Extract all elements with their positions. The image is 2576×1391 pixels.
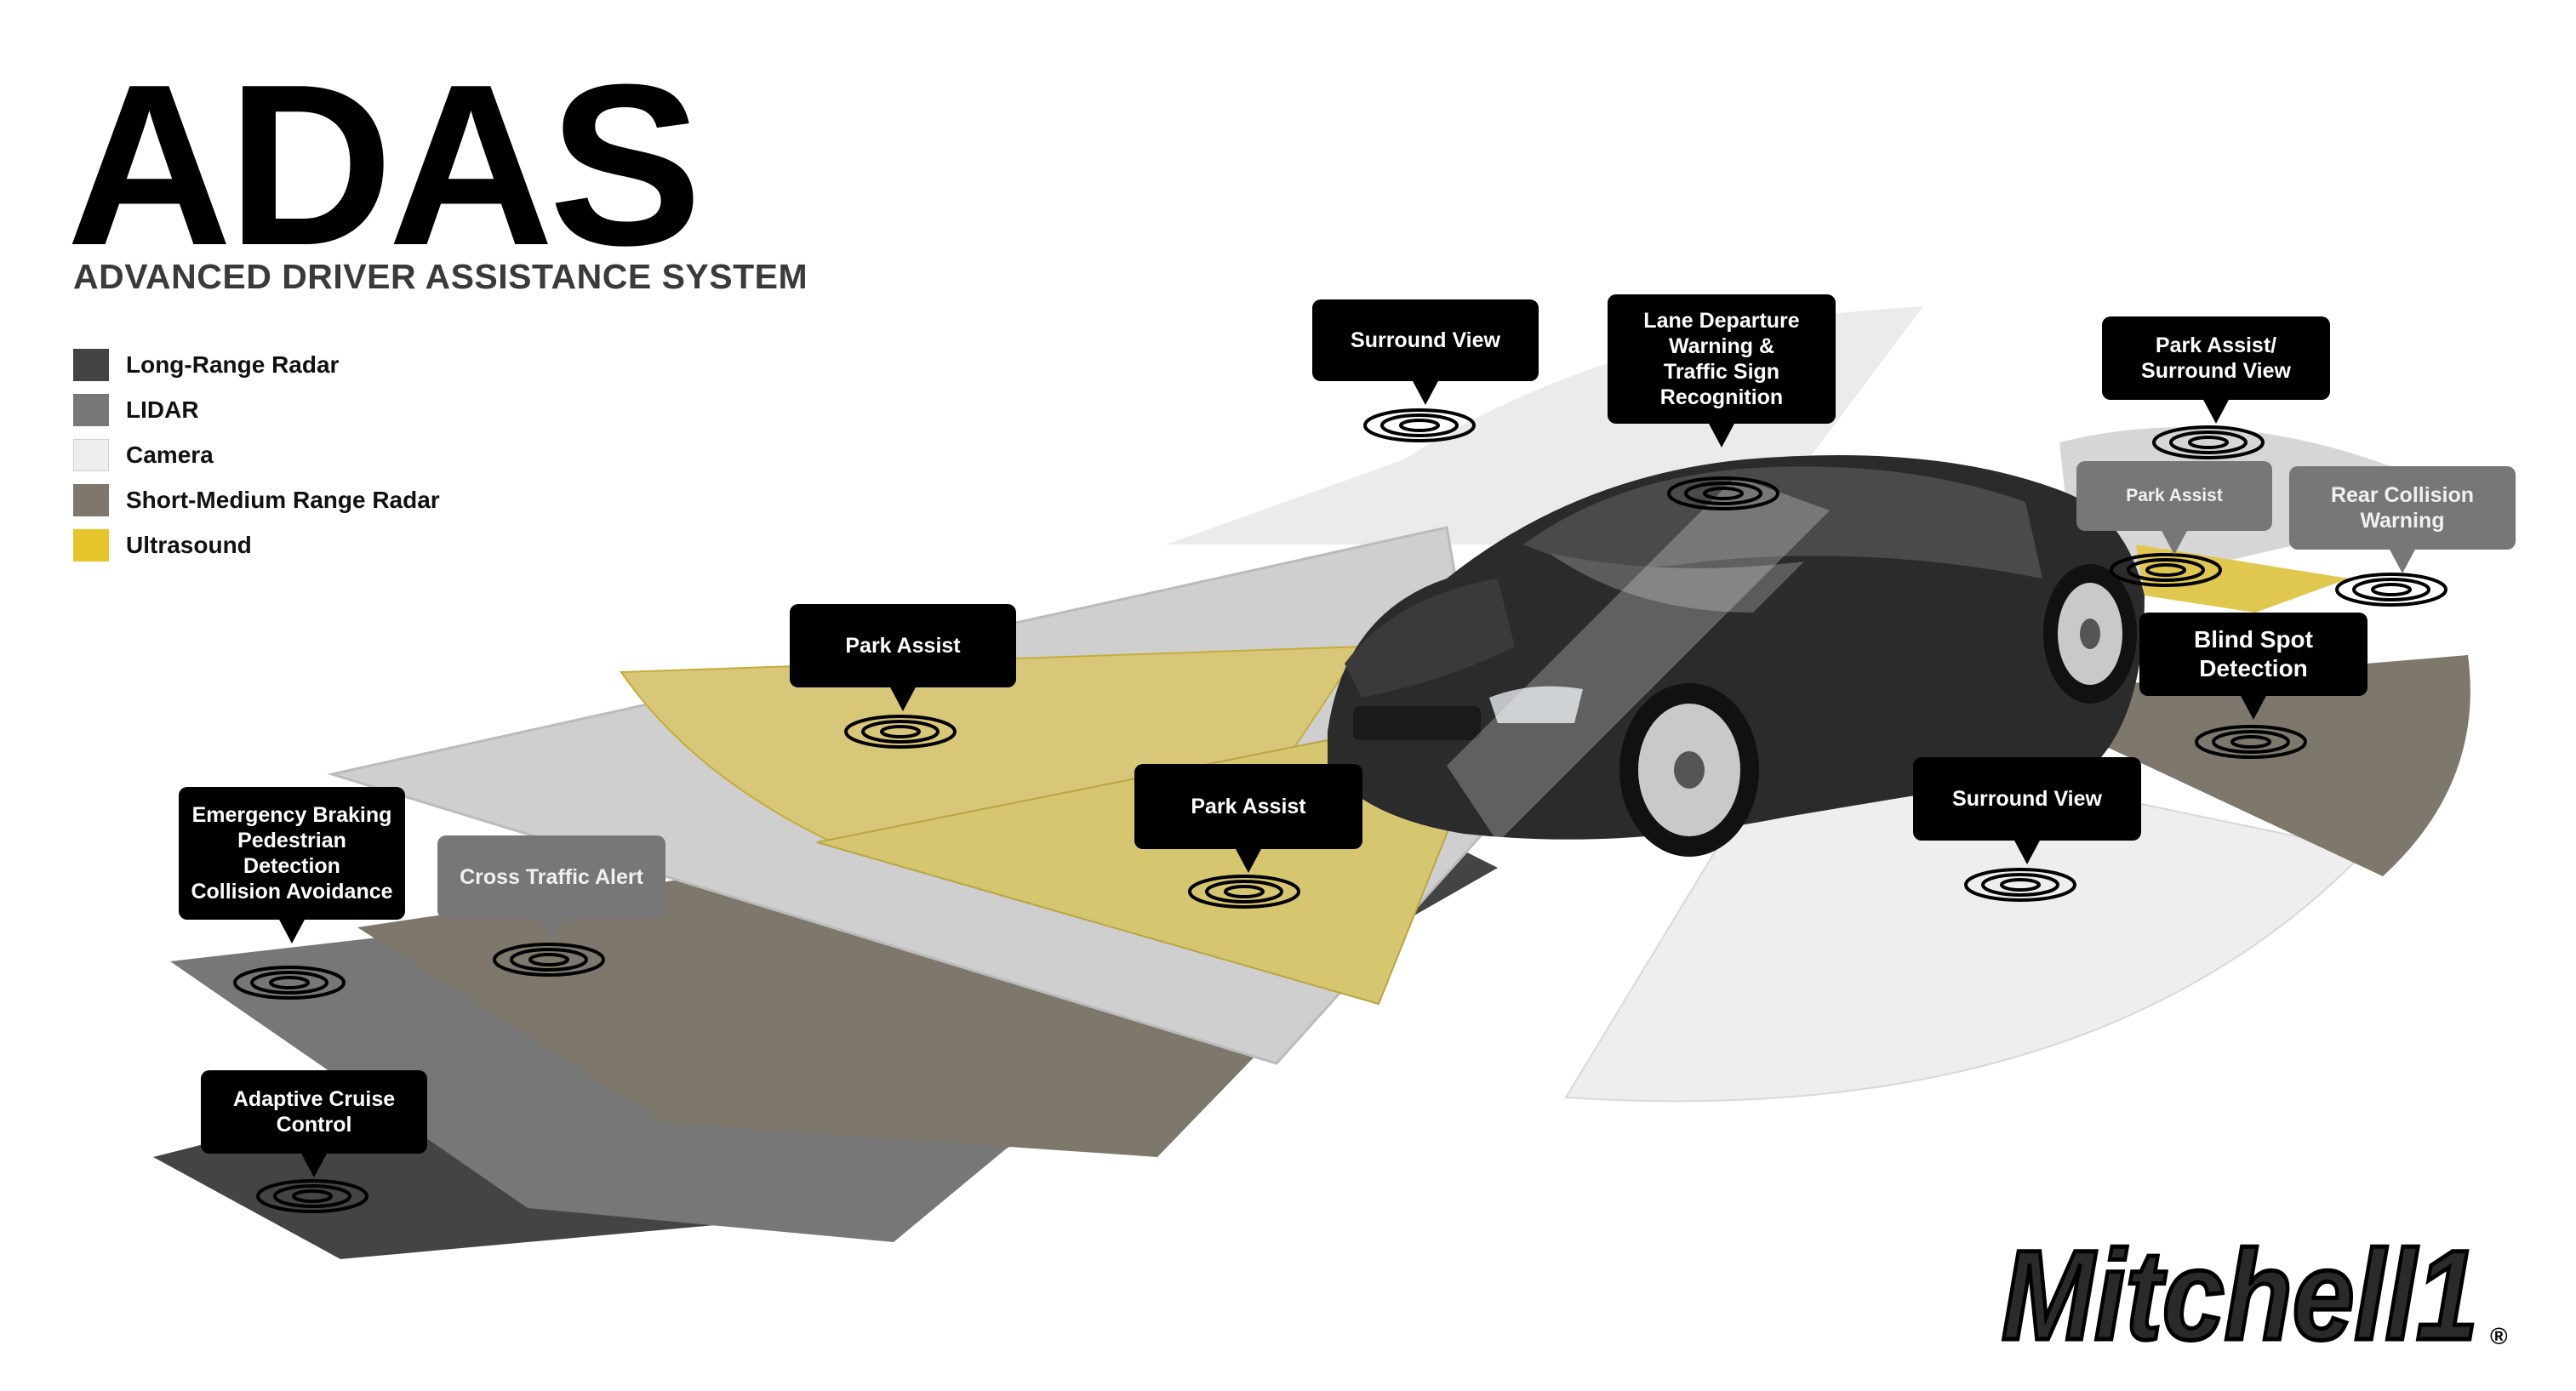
legend-label: Ultrasound xyxy=(126,531,252,558)
callout-label: Park Assist xyxy=(2126,486,2223,506)
sensor-wave-icon xyxy=(1363,408,1476,442)
sensor-wave-icon xyxy=(2335,573,2447,607)
legend: Long-Range Radar LIDAR Camera Short-Medi… xyxy=(73,342,440,567)
camera-zone-side xyxy=(1564,764,2368,1103)
page-title: ADAS xyxy=(66,37,702,294)
callout-label: Surround View xyxy=(1351,328,1500,352)
legend-item-camera: Camera xyxy=(73,432,440,477)
legend-item-lidar: LIDAR xyxy=(73,387,440,432)
callout-label: Lane Departure Warning & Traffic Sign Re… xyxy=(1643,309,1800,409)
camera-beam-overlay xyxy=(1447,476,1830,842)
sensor-wave-icon xyxy=(844,715,957,749)
car-illustration xyxy=(1328,455,2145,857)
callout-label: Park Assist xyxy=(1191,795,1306,818)
callout-park-assist-left: Park Assist xyxy=(790,604,1016,711)
sensor-wave-icons xyxy=(233,408,2447,1213)
callout-label: Park Assist/ Surround View xyxy=(2141,333,2291,383)
page-subtitle: ADVANCED DRIVER ASSISTANCE SYSTEM xyxy=(73,257,808,296)
legend-label: LIDAR xyxy=(126,396,199,423)
callout-surround-view-front: Surround View xyxy=(1312,299,1539,405)
legend-item-ultrasound: Ultrasound xyxy=(73,522,440,567)
registered-mark: ® xyxy=(2490,1323,2508,1349)
callout-blind-spot-detection: Blind Spot Detection xyxy=(2139,613,2368,720)
legend-swatch xyxy=(73,393,109,426)
sensor-wave-icon xyxy=(2195,725,2307,759)
callout-park-assist-surround-view: Park Assist/ Surround View xyxy=(2102,316,2330,424)
sensor-wave-icon xyxy=(1964,868,2076,902)
sensor-wave-icon xyxy=(493,943,605,977)
legend-item-long-range-radar: Long-Range Radar xyxy=(73,342,440,387)
legend-label: Long-Range Radar xyxy=(126,351,340,378)
legend-label: Short-Medium Range Radar xyxy=(126,486,440,513)
callout-park-assist-rear: Park Assist xyxy=(2076,461,2272,555)
callout-park-assist-front: Park Assist xyxy=(1134,764,1362,873)
callout-cross-traffic-alert: Cross Traffic Alert xyxy=(437,835,665,943)
legend-item-short-medium-radar: Short-Medium Range Radar xyxy=(73,477,440,522)
callout-emergency-braking: Emergency Braking Pedestrian Detection C… xyxy=(179,787,405,943)
callout-label: Rear Collision Warning xyxy=(2330,483,2475,533)
sensor-wave-icon xyxy=(2152,425,2265,459)
legend-label: Camera xyxy=(126,441,214,468)
callout-label: Emergency Braking Pedestrian Detection C… xyxy=(191,803,393,904)
logo-text: Mitchell1 xyxy=(2002,1239,2478,1354)
sensor-wave-icon xyxy=(256,1179,368,1213)
callout-lane-departure: Lane Departure Warning & Traffic Sign Re… xyxy=(1608,294,1836,448)
callout-surround-view-side: Surround View xyxy=(1913,757,2141,864)
legend-swatch xyxy=(73,528,109,562)
mitchell1-logo: Mitchell1 ® xyxy=(1991,1239,2527,1354)
sensor-wave-icon xyxy=(1188,875,1300,909)
callout-rear-collision-warning: Rear Collision Warning xyxy=(2289,466,2516,573)
callout-adaptive-cruise-control: Adaptive Cruise Control xyxy=(201,1070,427,1177)
sensor-wave-icon xyxy=(233,966,346,1000)
callout-label: Blind Spot Detection xyxy=(2194,626,2313,681)
sensor-wave-icon xyxy=(1667,476,1779,510)
callout-label: Cross Traffic Alert xyxy=(460,865,643,889)
callout-label: Park Assist xyxy=(845,634,961,658)
legend-swatch xyxy=(73,483,109,516)
callout-label: Surround View xyxy=(1952,787,2102,811)
legend-swatch xyxy=(73,348,109,381)
callout-label: Adaptive Cruise Control xyxy=(232,1087,396,1137)
sensor-wave-icon xyxy=(2110,553,2222,587)
legend-swatch xyxy=(73,438,109,471)
